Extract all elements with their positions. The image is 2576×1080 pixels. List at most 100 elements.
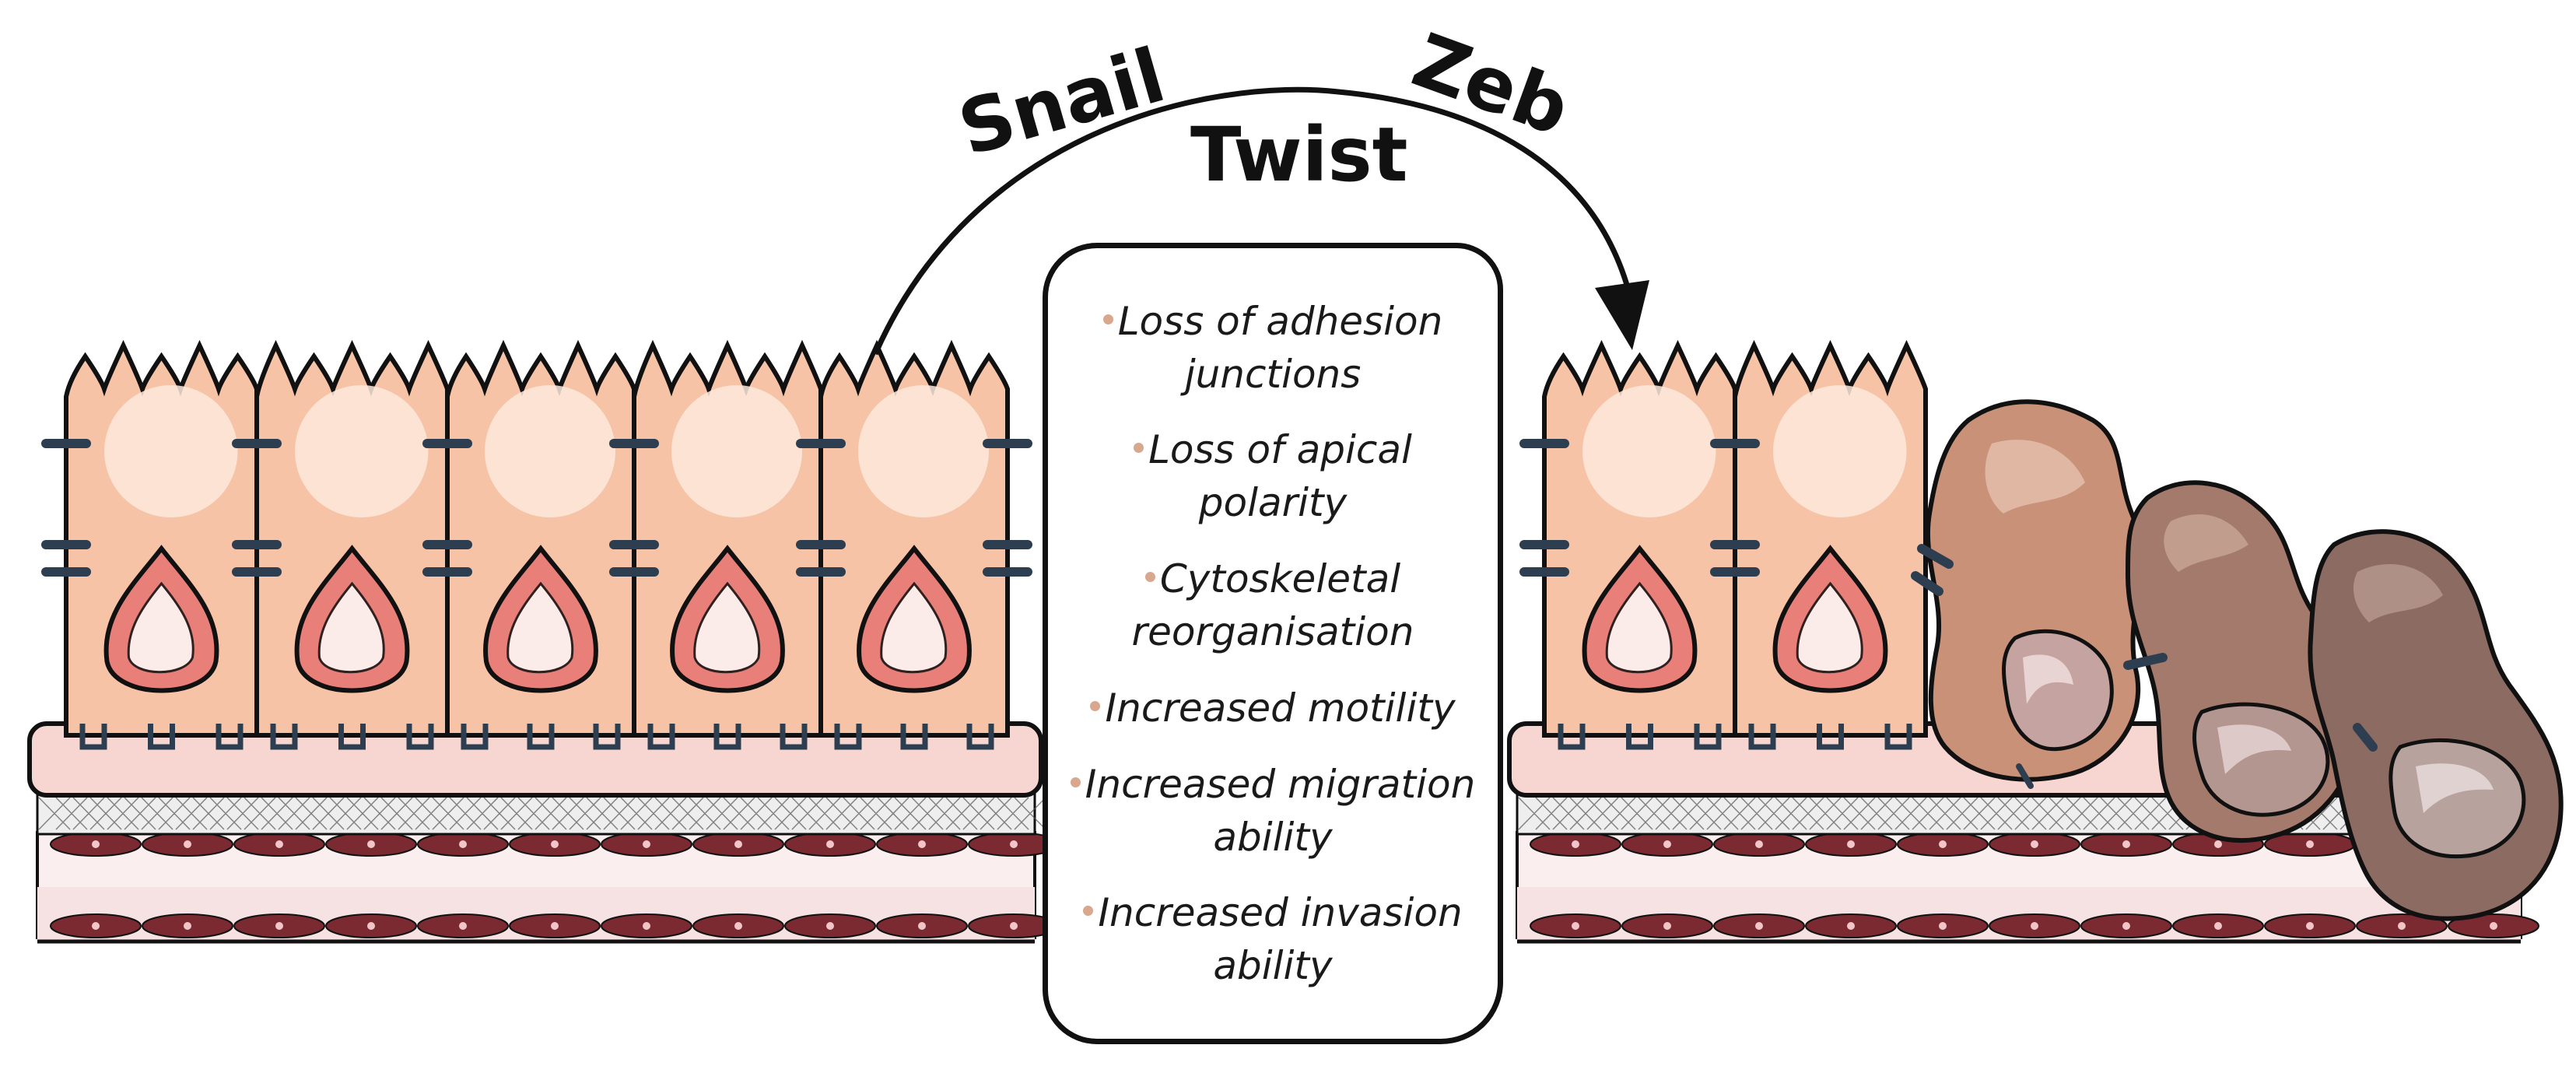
right-stroma-cell-nucleus (2306, 922, 2314, 930)
left-cell-junctions (609, 439, 659, 577)
left-stroma-cell-nucleus (367, 922, 375, 930)
right-hemidesmosome (1817, 724, 1844, 750)
right-tissue (1507, 339, 2564, 944)
left-stroma-cell-nucleus (551, 840, 559, 848)
left-hemidesmosome (593, 724, 621, 750)
feature-label: Cytoskeletal reorganisation (1131, 556, 1414, 655)
left-stroma-cell-nucleus (275, 840, 283, 848)
left-stroma-cell-nucleus (184, 840, 191, 848)
left-nucleus-inner (127, 581, 195, 674)
right-stroma-cell-nucleus (2306, 840, 2314, 848)
left-cell-junctions (796, 439, 846, 577)
transition-arrow (872, 86, 1633, 356)
left-stroma-cell-nucleus (918, 922, 926, 930)
right-stroma-cell-nucleus (2398, 922, 2406, 930)
left-stroma-cell-nucleus (1010, 840, 1018, 848)
right-stroma-cell-nucleus (2031, 922, 2038, 930)
left-hemidesmosome (966, 724, 994, 750)
feature-label: Increased invasion ability (1098, 890, 1463, 989)
feature-item: Increased invasion ability (1083, 886, 1463, 992)
left-cell-highlight (485, 385, 615, 517)
right-cell-highlight (1773, 385, 1907, 517)
mesenchymal-junction-5 (2016, 763, 2034, 789)
right-hemidesmosome (1558, 724, 1586, 750)
left-nucleus-inner (506, 581, 574, 674)
right-stroma-cell-nucleus (1572, 840, 1579, 848)
left-stroma-cell-nucleus (92, 922, 100, 930)
right-stroma-cell-nucleus (1755, 840, 1763, 848)
left-stroma-cell-nucleus (275, 922, 283, 930)
left-cell-highlight (671, 385, 802, 517)
right-hemidesmosome (1626, 724, 1653, 750)
right-stroma-cell-nucleus (2490, 922, 2497, 930)
left-stroma-cell-nucleus (918, 840, 926, 848)
left-stroma-cell-nucleus (826, 840, 834, 848)
mesenchymal-nucleus-2 (2192, 702, 2330, 817)
left-cells (41, 339, 1032, 750)
left-stroma-cell-nucleus (643, 922, 650, 930)
feature-item: Loss of adhesion junctions (1102, 295, 1442, 401)
left-nucleus-inner (880, 581, 948, 674)
left-epithelial-cell (632, 339, 823, 750)
feature-item: Increased migration ability (1070, 758, 1476, 864)
mesenchymal-cell-2 (2125, 480, 2361, 843)
mesenchymal-junction-3 (2123, 653, 2168, 670)
left-hemidesmosome (713, 724, 741, 750)
left-stroma-cell-nucleus (459, 840, 467, 848)
left-cell-junctions (41, 439, 91, 577)
right-stroma-cell-nucleus (2122, 922, 2130, 930)
left-hemidesmosome (834, 724, 862, 750)
left-stroma-cell-nucleus (643, 840, 650, 848)
left-stroma-cell-nucleus (826, 922, 834, 930)
left-stroma-cell-nucleus (184, 922, 191, 930)
left-hemidesmosome (270, 724, 298, 750)
feature-label: Loss of apical polarity (1148, 427, 1412, 526)
left-epithelial-cell (254, 339, 450, 750)
right-cell-junctions (1519, 439, 1569, 577)
left-stroma-cell-nucleus (367, 840, 375, 848)
left-cell-junctions (232, 439, 282, 577)
right-hemidesmosome (1884, 724, 1912, 750)
feature-item: Loss of apical polarity (1134, 423, 1412, 529)
left-stroma-cell-nucleus (1010, 922, 1018, 930)
left-hemidesmosome (647, 724, 675, 750)
left-cell-highlight (295, 385, 429, 517)
left-epithelial-cell (64, 339, 259, 750)
right-stroma-cell-nucleus (1847, 922, 1855, 930)
mesenchymal-cell-3 (2308, 529, 2564, 921)
left-epithelial-cell (818, 339, 1010, 750)
mesenchymal-nucleus-1 (2002, 629, 2114, 752)
left-fibrous-layer (36, 792, 1036, 836)
left-hemidesmosome (527, 724, 555, 750)
feature-label: Increased motility (1105, 685, 1456, 731)
right-cell-junctions (1710, 439, 1760, 577)
right-stroma-cell-nucleus (2122, 840, 2130, 848)
bullet-dot (1144, 572, 1155, 583)
right-nucleus-inner (1605, 581, 1673, 674)
left-stroma-cell-nucleus (734, 840, 742, 848)
feature-item: Cytoskeletal reorganisation (1132, 552, 1414, 658)
right-stroma-cell-nucleus (1939, 922, 1947, 930)
left-hemidesmosome (461, 724, 489, 750)
left-nucleus-inner (693, 581, 761, 674)
right-epithelial-cell (1733, 339, 1928, 750)
left-cell-highlight (104, 385, 238, 517)
right-stroma-cell-nucleus (1663, 840, 1671, 848)
left-hemidesmosome (79, 724, 107, 750)
mesenchymal-junction-1 (1917, 544, 1954, 569)
right-stroma-cell-nucleus (1663, 922, 1671, 930)
right-stroma-cell-nucleus (2214, 922, 2222, 930)
left-cell-junctions (422, 439, 472, 577)
right-nucleus-inner (1796, 581, 1863, 674)
right-epithelial-cell (1542, 339, 1737, 750)
right-stroma-cell-nucleus (2031, 840, 2038, 848)
mesenchymal-cell-1 (1925, 399, 2143, 782)
left-stroma-cell-nucleus (734, 922, 742, 930)
feature-label: Increased migration ability (1085, 761, 1476, 860)
transition-arrowhead (1595, 280, 1649, 350)
left-nucleus-inner (317, 581, 385, 674)
left-stroma-cell-nucleus (92, 840, 100, 848)
right-stroma-cell-nucleus (2214, 840, 2222, 848)
